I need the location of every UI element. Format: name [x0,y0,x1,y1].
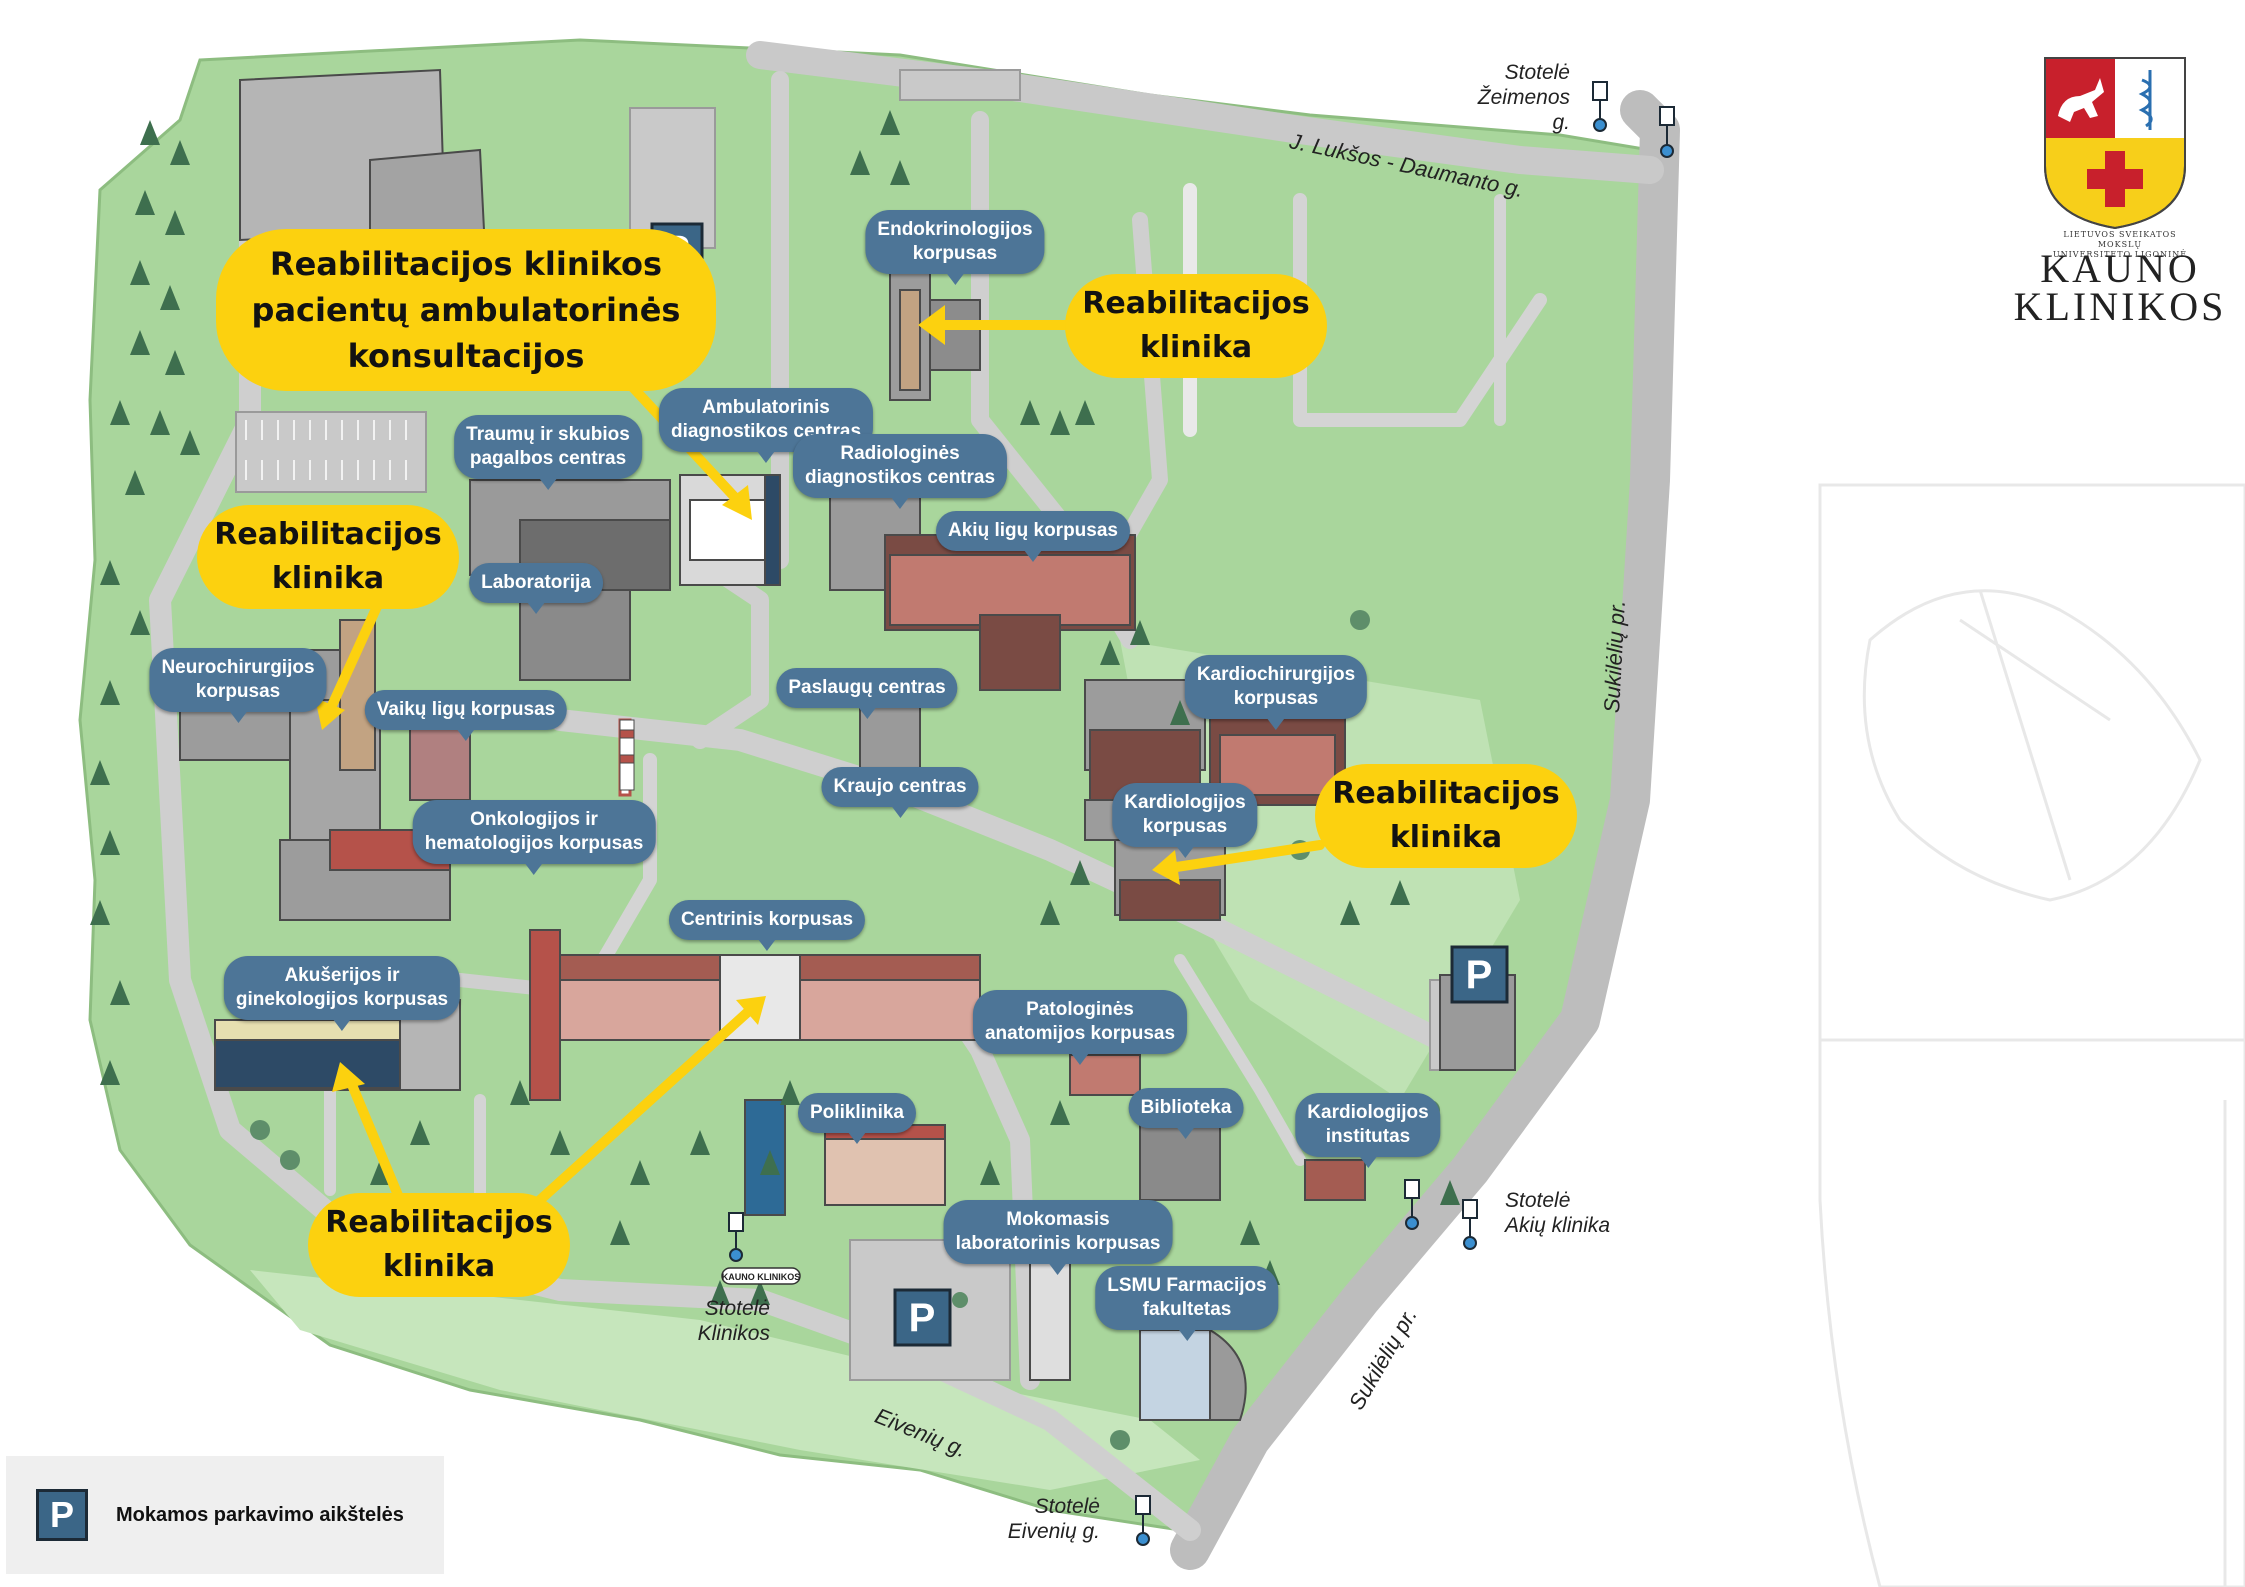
arrow-centrinis [535,1005,755,1205]
arrow-akuserijos [345,1075,405,1205]
callout-arrows [325,320,1325,1205]
label-kardiologijos-institutas: Kardiologijos institutas [1295,1093,1441,1168]
label-traumu: Traumų ir skubios pagalbos centras [454,415,642,490]
label-kardiochirurgijos: Kardiochirurgijos korpusas [1184,655,1368,730]
legend-text: Mokamos parkavimo aikštelės [116,1503,404,1526]
callout-reabilitacijos-kardio: Reabilitacijos klinika [1315,764,1577,868]
label-paslaugu: Paslaugų centras [776,668,958,719]
label-neurochirurgijos: Neurochirurgijos korpusas [149,648,327,723]
parking-sign-center: P [893,1288,952,1347]
label-endokrinologijos: Endokrinologijos korpusas [865,210,1045,285]
svg-text:KAUNO KLINIKOS: KAUNO KLINIKOS [722,1272,801,1282]
parking-sign-right: P [1450,945,1509,1004]
label-mokomasis: Mokomasis laboratorinis korpusas [943,1200,1173,1275]
stop-label-eiveniu: Stotelė Eivenių g. [1007,1495,1100,1543]
label-patologines: Patologinės anatomijos korpusas [972,990,1188,1065]
trees [90,110,1460,1305]
legend: P Mokamos parkavimo aikštelės [6,1456,444,1574]
label-poliklinika: Poliklinika [798,1093,916,1144]
label-farmacijos: LSMU Farmacijos fakultetas [1095,1266,1279,1341]
label-kardiologijos-korpusas: Kardiologijos korpusas [1112,783,1258,858]
arrow-kardio [1165,840,1325,873]
parking-legend-icon: P [36,1489,88,1541]
bus-stop-eiveniu-icon [1135,1495,1151,1546]
svg-text:P: P [909,1296,936,1340]
watermark-shield [1818,483,2245,1587]
label-biblioteka: Biblioteka [1128,1088,1244,1139]
label-laboratorija: Laboratorija [469,563,603,614]
logo-name: KAUNO KLINIKOS [2013,246,2227,329]
callout-arrowheads [315,305,1180,1092]
label-akuserijos: Akušerijos ir ginekologijos korpusas [223,956,461,1031]
chimneys [619,719,635,791]
logo-subtitle: LIETUVOS SVEIKATOS MOKSLŲ UNIVERSITETO L… [2052,230,2188,259]
bus-stop-akiu-2-icon [1462,1199,1478,1250]
bus-stop-icons [728,81,1675,1546]
callout-reabilitacijos-neuro: Reabilitacijos klinika [197,505,459,609]
bus-stop-klinikos-icon [728,1212,744,1262]
red-cross-icon [2087,151,2143,207]
stop-label-zeimenos: Stotelė Žeimenos g. [1477,61,1570,134]
caduceus-icon [2138,70,2153,130]
stop-label-klinikos: Stotelė Klinikos [697,1297,770,1345]
callout-reabilitacijos-endo: Reabilitacijos klinika [1065,274,1327,378]
bus-stop-zeimenos-2-icon [1659,106,1675,158]
label-onkologijos: Onkologijos ir hematologijos korpusas [412,800,656,875]
kauno-klinikos-logo [2044,57,2186,230]
label-centrinis: Centrinis korpusas [668,900,866,951]
arrow-neuro [325,595,385,715]
stop-label-akiu-klinika: Stotelė Akių klinika [1505,1189,1611,1237]
svg-text:P: P [1466,953,1493,997]
knight-icon [2058,78,2104,122]
buildings [179,68,1516,1421]
bus-stop-akiu-icon [1404,1179,1420,1230]
bus-stop-zeimenos-icon [1592,81,1608,132]
callout-ambulatorines-konsultacijos: Reabilitacijos klinikos pacientų ambulat… [216,229,716,391]
label-ambulatorinis: Ambulatorinis diagnostikos centras [658,388,874,463]
callout-reabilitacijos-apatine: Reabilitacijos klinika [308,1193,570,1297]
label-radiologines: Radiologinės diagnostikos centras [792,434,1008,509]
label-akiu: Akių ligų korpusas [936,511,1130,562]
kauno-klinikos-sign: KAUNO KLINIKOS [721,1267,801,1285]
label-kraujo: Kraujo centras [821,767,979,818]
label-vaiku: Vaikų ligų korpusas [364,690,568,741]
